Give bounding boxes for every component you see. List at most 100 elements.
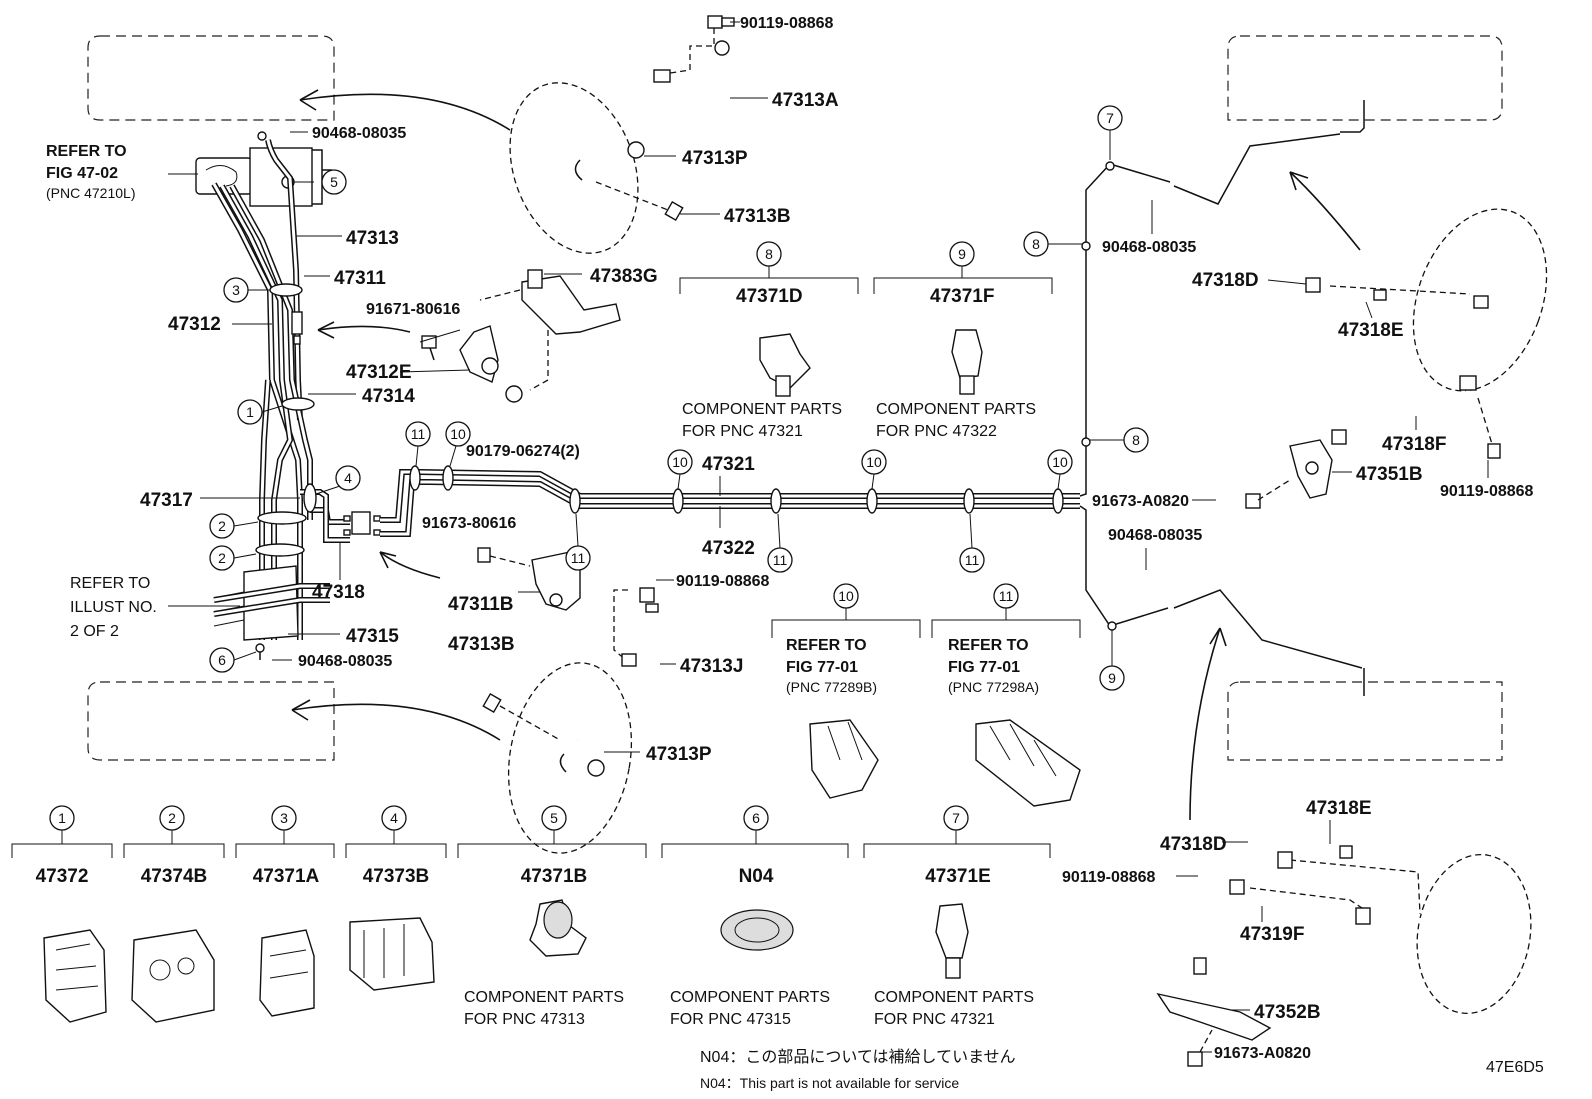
label-90119-08868-right: 90119-08868 [1440,483,1534,500]
lower-clamp-bracket [213,565,330,660]
legend-part-47371A: 47371A [253,866,320,887]
label-47352B: 47352B [1254,1002,1321,1023]
legend-circle-11: 11 [999,588,1014,604]
label-47318E-bot: 47318E [1306,798,1372,819]
label-47311: 47311 [334,268,386,289]
ref-fig7701a-line3: (PNC 77298A) [948,679,1039,695]
callout-2-lower: 2 [218,550,226,566]
legend-part-47371B: 47371B [521,866,588,887]
ref-fig7701b-line2: FIG 77-01 [786,659,858,676]
body-outline-bottom-right [1227,668,1503,761]
label-91673-A0820-mid: 91673-A0820 [1092,493,1189,510]
component-47321b-line2: FOR PNC 47321 [874,1011,995,1028]
label-47313P-bot: 47313P [646,744,712,765]
body-outline-top-right [1227,35,1503,133]
callout-10-b: 10 [672,454,688,470]
callout-circles: 7 8 8 9 5 3 1 4 2 2 6 11 10 [49,105,1149,831]
label-47313B-bot: 47313B [448,634,515,655]
callout-11-c: 11 [773,552,788,568]
callout-11-d: 11 [965,552,980,568]
callout-6-left: 6 [218,652,226,668]
footnote-japanese: N04：この部品については補給していません [700,1048,1016,1066]
figure-code: 47E6D5 [1486,1059,1544,1076]
label-47313J: 47313J [680,656,743,677]
clamp-illustration-77298A [975,719,1081,807]
label-47313: 47313 [346,228,399,249]
callout-1-left: 1 [246,404,254,420]
label-47318D-top: 47318D [1192,270,1259,291]
label-47318F: 47318F [1382,434,1446,455]
legend-circle-1: 1 [58,810,66,826]
legend-circle-3: 3 [280,810,288,826]
label-90468-08035-bl: 90468-08035 [298,653,392,670]
callout-11-a: 11 [411,426,426,442]
callout-8-lower: 8 [1132,432,1140,448]
component-47321-line2: FOR PNC 47321 [682,423,803,440]
label-47371F: 47371F [930,286,994,307]
label-47383G: 47383G [590,266,658,287]
legend-brackets [11,266,1081,858]
label-91673-80616: 91673-80616 [422,515,516,532]
ref-fig7701b-line1: REFER TO [786,637,867,654]
sweep-arrows [291,89,1361,821]
label-90119-08868-br: 90119-08868 [1062,869,1156,886]
brake-line-bundle [211,139,350,640]
label-90468-08035-tl: 90468-08035 [312,125,406,142]
ref-fig4702-line1: REFER TO [46,143,127,160]
label-47351B: 47351B [1356,464,1423,485]
callout-2-upper: 2 [218,518,226,534]
legend-circle-7: 7 [952,810,960,826]
callout-4-left: 4 [344,470,352,486]
reference-notes: REFER TO FIG 47-02 (PNC 47210L) REFER TO… [46,143,1544,1091]
component-47322-line2: FOR PNC 47322 [876,423,997,440]
rear-hose-lower [1156,845,1532,1067]
clamp-illustration-77289B [809,719,879,799]
main-rear-brake-lines [380,133,1363,669]
clamp-illustration-47371F [951,329,983,395]
legend-circle-8: 8 [765,246,773,262]
callout-5-left: 5 [330,174,338,190]
callout-9-bottom: 9 [1108,670,1116,686]
joint-block-47318 [343,511,381,536]
callout-10-a: 10 [450,426,466,442]
ref-fig7701a-line2: FIG 77-01 [948,659,1020,676]
component-47313-line1: COMPONENT PARTS [464,989,624,1006]
callout-8-upper: 8 [1032,236,1040,252]
label-47318D-bot: 47318D [1160,834,1227,855]
label-47313A: 47313A [772,90,839,111]
label-91671-80616: 91671-80616 [366,301,460,318]
bracket-47383G [421,269,621,403]
legend-part-47374B: 47374B [141,866,208,887]
ref-fig4702-line3: (PNC 47210L) [46,185,136,201]
label-47322: 47322 [702,538,755,559]
front-hose-top [509,15,735,254]
ref-illust-line1: REFER TO [70,575,150,592]
rear-hose-upper [1245,208,1548,509]
callout-7-top: 7 [1106,110,1114,126]
label-47371D: 47371D [736,286,803,307]
callout-11-b: 11 [571,550,586,566]
label-47311B: 47311B [448,594,514,615]
label-90468-08035-mr: 90468-08035 [1108,527,1202,544]
label-47313B-top: 47313B [724,206,791,227]
body-outline-top-left [87,35,335,121]
label-47317: 47317 [140,490,193,511]
legend-circle-4: 4 [390,810,398,826]
ref-illust-line2: ILLUST NO. [70,599,157,616]
abs-actuator-block [195,131,332,207]
label-90179-06274: 90179-06274(2) [466,443,580,460]
callout-10-c: 10 [866,454,882,470]
component-47322-line1: COMPONENT PARTS [876,401,1036,418]
body-outline-bottom-left [87,681,335,761]
legend-circle-6: 6 [752,810,760,826]
callout-3-left: 3 [232,282,240,298]
component-47315-line2: FOR PNC 47315 [670,1011,791,1028]
footnote-english: N04：This part is not available for servi… [700,1075,959,1091]
label-90468-08035-tr: 90468-08035 [1102,239,1196,256]
label-90119-08868-mid: 90119-08868 [676,573,770,590]
legend-circle-10: 10 [838,588,854,604]
component-47321b-line1: COMPONENT PARTS [874,989,1034,1006]
label-91673-A0820-bot: 91673-A0820 [1214,1045,1311,1062]
label-47319F: 47319F [1240,924,1304,945]
